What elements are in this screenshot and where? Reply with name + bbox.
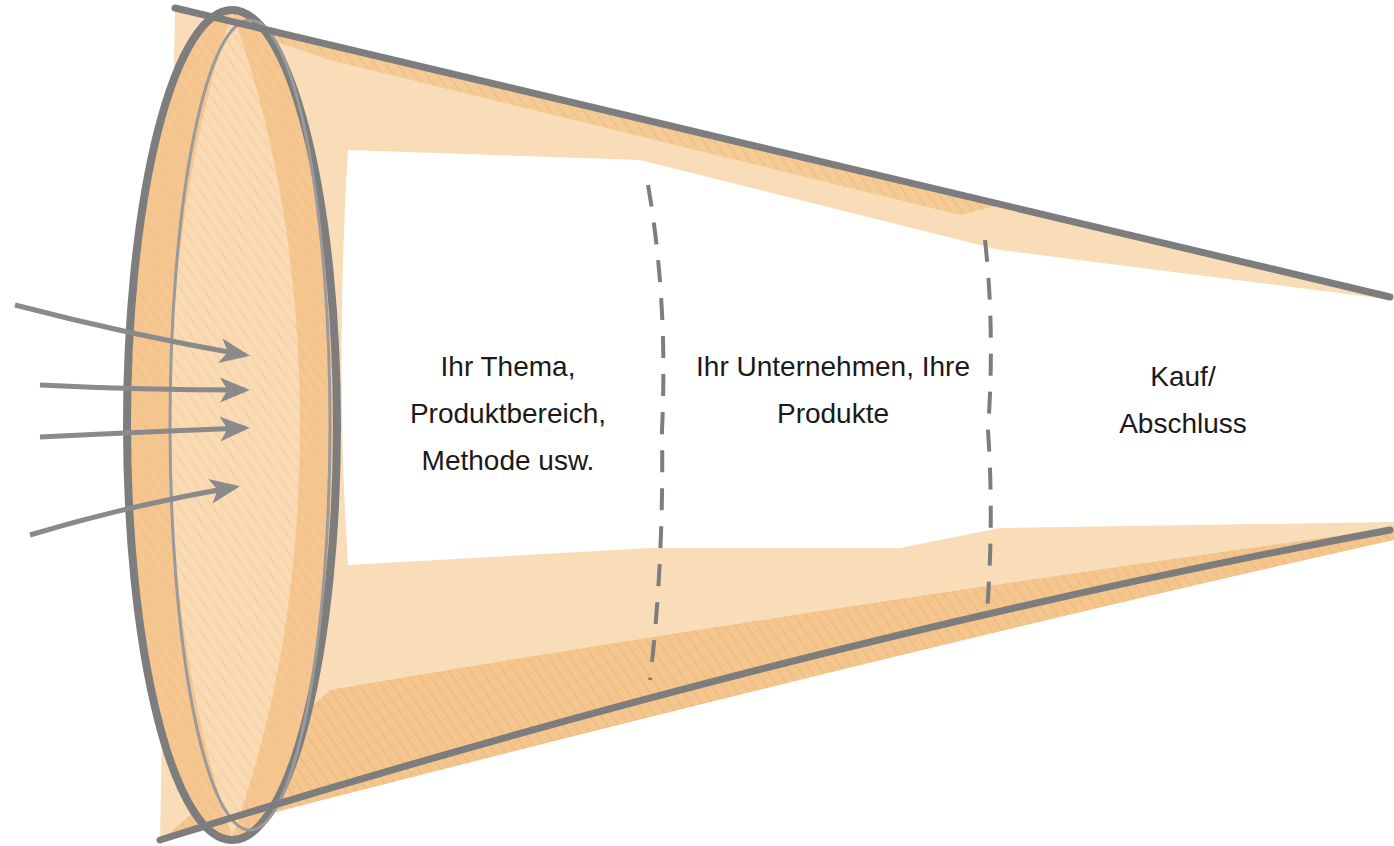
incoming-arrow: [30, 487, 235, 535]
mouth-rim: [127, 10, 337, 840]
funnel-top-edge: [175, 8, 1390, 297]
stage-divider: [985, 240, 991, 612]
funnel-stage-band: Ihr Unternehmen, Ihre Produkte: [670, 343, 996, 437]
funnel-hatch: [160, 528, 1394, 842]
funnel-bottom-edge: [160, 530, 1390, 840]
stage-label: Ihr Unternehmen, Ihre Produkte: [670, 343, 996, 437]
funnel-mouth: [127, 10, 337, 840]
funnel-stage-band: Kauf/ Abschluss: [1100, 353, 1266, 447]
funnel-shade: [160, 528, 1394, 842]
funnel-body: [160, 8, 1394, 842]
incoming-arrow: [15, 305, 245, 355]
mouth-hatch: [127, 10, 337, 840]
stage-divider: [648, 185, 663, 680]
stage-label: Ihr Thema, Produktbereich, Methode usw.: [360, 343, 656, 484]
stage-label: Kauf/ Abschluss: [1100, 353, 1266, 447]
incoming-arrow: [40, 385, 245, 390]
funnel-stage-band: Ihr Thema, Produktbereich, Methode usw.: [360, 343, 656, 484]
incoming-arrow: [40, 428, 245, 437]
funnel-inner: [342, 150, 1394, 565]
mouth-inner-rim: [170, 20, 330, 830]
